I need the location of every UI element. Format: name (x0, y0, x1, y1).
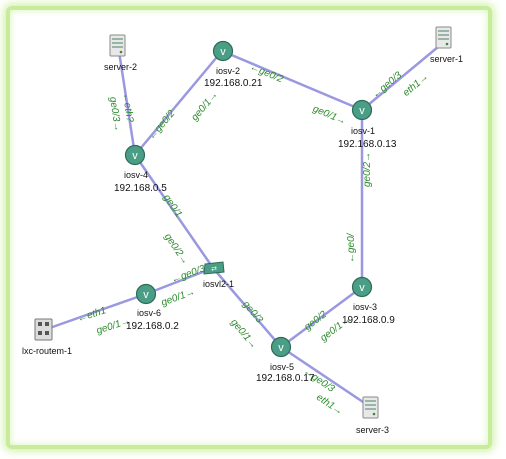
iosv-1-node[interactable]: v (351, 99, 373, 126)
iosv-3-node[interactable]: v (351, 276, 373, 303)
link-iosv4-server2[interactable] (116, 43, 137, 157)
router-icon: v (212, 40, 234, 62)
iosv-3-label: iosv-3 (353, 302, 378, 312)
link-iosv6-lxc[interactable] (42, 292, 148, 332)
switch-icon: ⇄ (203, 261, 225, 275)
router-icon: v (270, 336, 292, 358)
iosv-4-label: iosv-4 (124, 170, 149, 180)
topology-canvas-frame (6, 6, 492, 449)
server-3-label: server-3 (356, 425, 390, 435)
iosv-4-node[interactable]: v (124, 144, 146, 171)
router-icon: v (351, 99, 373, 121)
iosv-5-ip: 192.168.0.17 (256, 373, 315, 384)
iosv-6-node[interactable]: v (135, 283, 157, 310)
link-iosv1-server1[interactable] (360, 40, 446, 112)
port-label: ge0/2→ (362, 151, 373, 187)
svg-text:v: v (359, 282, 365, 294)
svg-text:v: v (220, 46, 226, 58)
iosvl2-1-node[interactable]: ⇄ (202, 260, 226, 281)
server-icon (435, 26, 452, 49)
link-iosv2-iosv4[interactable] (133, 49, 224, 157)
iosv-6-ip: 192.168.0.2 (126, 321, 179, 332)
iosvl2-1-label: iosvl2-1 (203, 279, 235, 289)
iosv-5-node[interactable]: v (270, 336, 292, 363)
svg-text:v: v (143, 289, 149, 301)
router-icon: v (135, 283, 157, 305)
svg-text:v: v (132, 150, 138, 162)
link-iosv2-iosv1[interactable] (220, 49, 364, 112)
server-2-label: server-2 (104, 62, 138, 72)
iosv-2-node[interactable]: v (212, 40, 234, 67)
port-label: ←ge0/ (346, 233, 357, 263)
router-icon: v (124, 144, 146, 166)
server-icon (362, 396, 379, 419)
container-icon (34, 318, 53, 341)
iosv-6-label: iosv-6 (137, 308, 162, 318)
iosv-3-ip: 192.168.0.9 (342, 315, 395, 326)
server-2-node[interactable] (109, 34, 127, 63)
lxc-routem-1-label: lxc-routem-1 (22, 346, 73, 356)
svg-text:⇄: ⇄ (211, 266, 217, 273)
server-1-label: server-1 (430, 54, 464, 64)
server-3-node[interactable] (362, 396, 380, 425)
iosv-5-label: iosv-5 (270, 362, 295, 372)
iosv-2-ip: 192.168.0.21 (204, 78, 263, 89)
link-iosv5-server3[interactable] (279, 345, 374, 410)
server-1-node[interactable] (435, 26, 453, 55)
iosv-2-label: iosv-2 (216, 66, 241, 76)
iosv-1-ip: 192.168.0.13 (338, 139, 397, 150)
iosv-1-label: iosv-1 (351, 126, 376, 136)
lxc-routem-1-node[interactable] (34, 318, 54, 347)
link-iosv5-iosv3[interactable] (279, 285, 364, 349)
server-icon (109, 34, 126, 57)
router-icon: v (351, 276, 373, 298)
link-iosvl2-iosv5[interactable] (211, 266, 283, 349)
iosv-4-ip: 192.168.0.5 (114, 183, 167, 194)
link-iosvl2-iosv6[interactable] (144, 266, 215, 296)
svg-text:v: v (359, 105, 365, 117)
svg-text:v: v (278, 342, 284, 354)
link-iosv4-iosvl2[interactable] (133, 153, 215, 270)
